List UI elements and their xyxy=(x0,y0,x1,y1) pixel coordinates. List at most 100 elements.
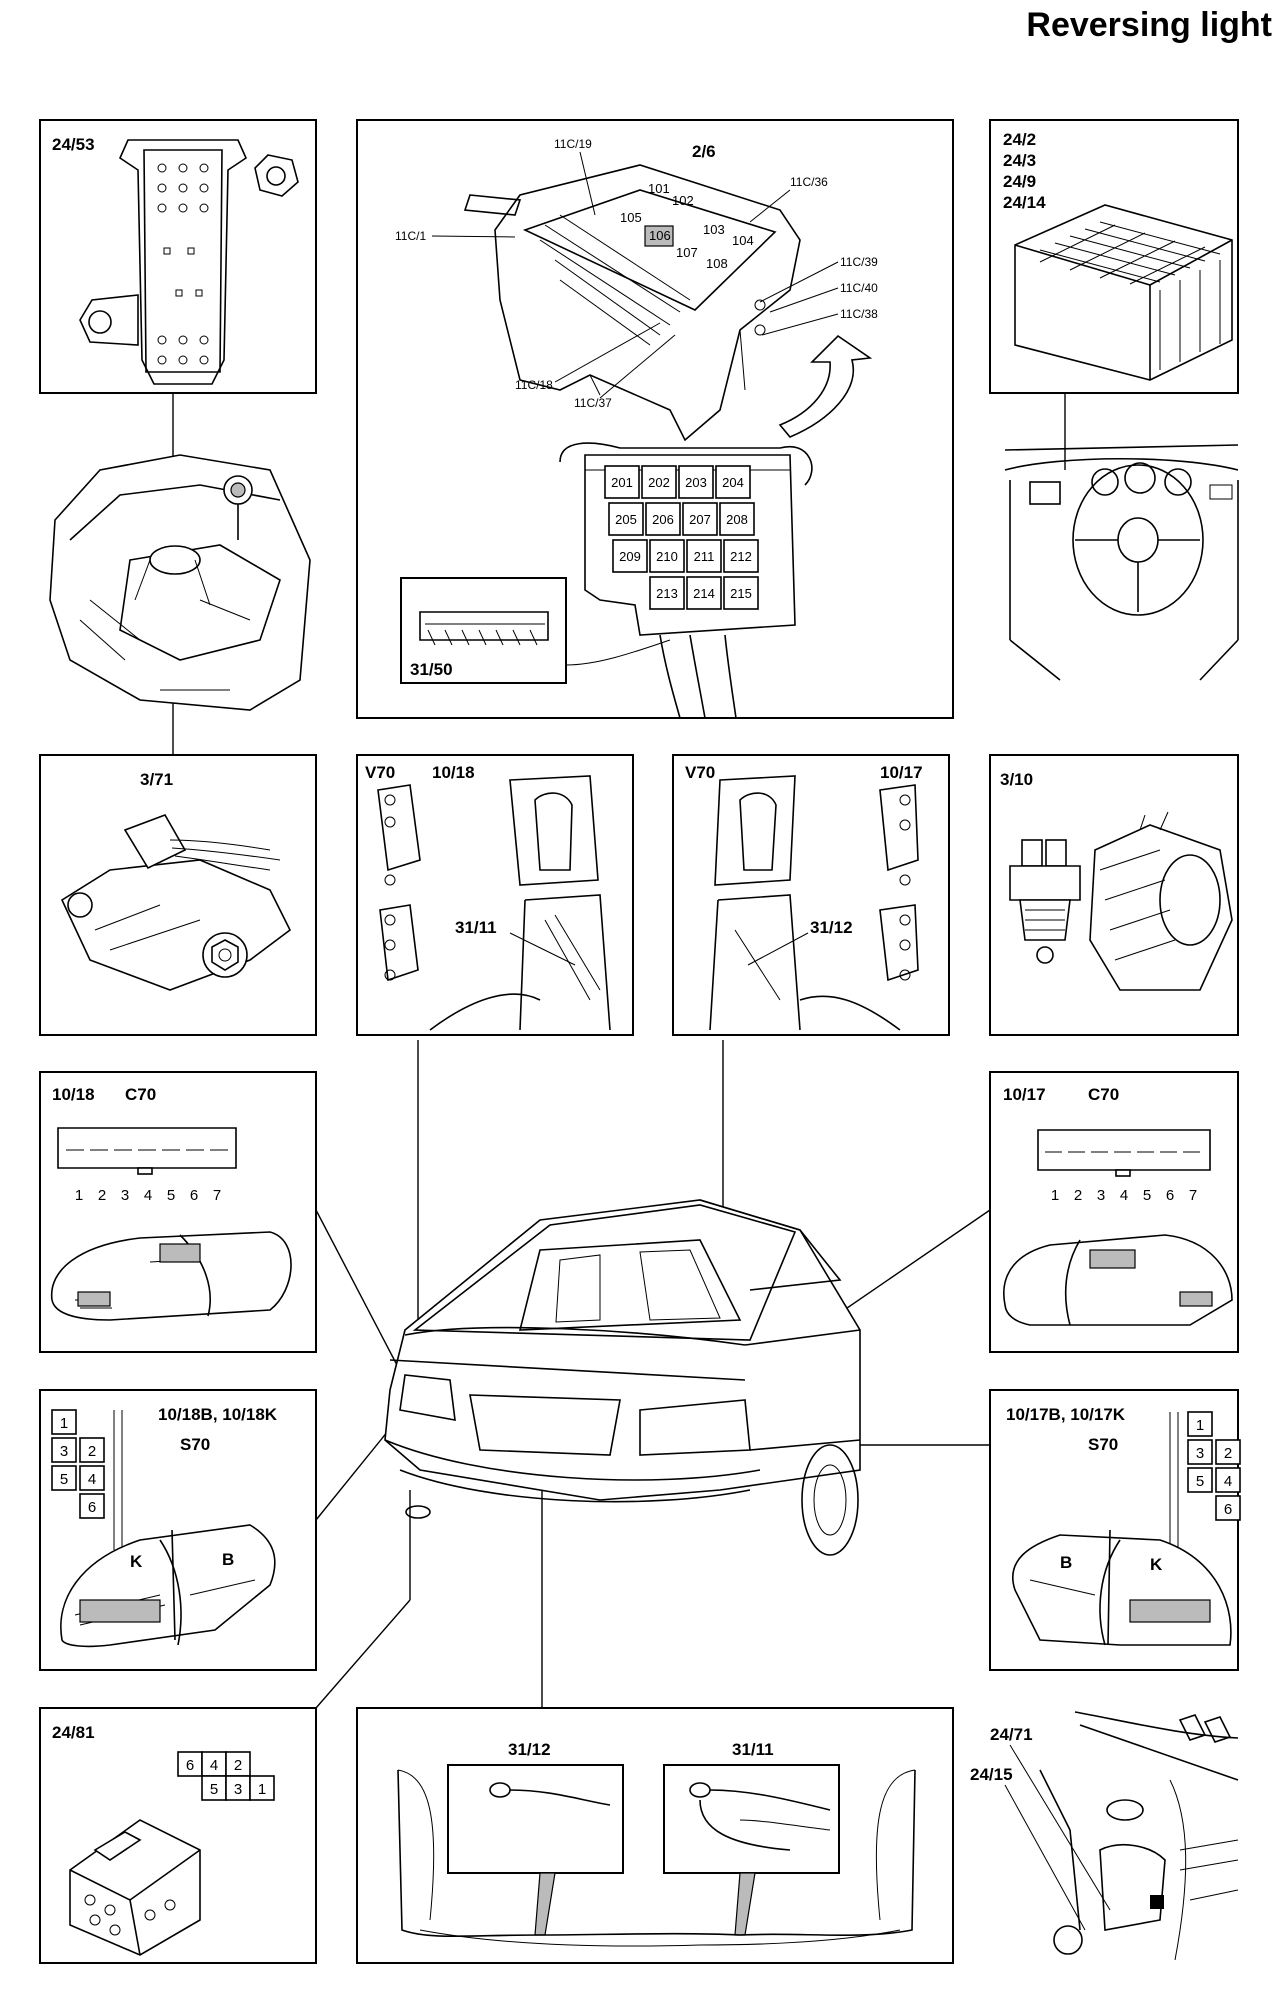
ground-right-label: 31/11 xyxy=(732,1740,774,1759)
pin-number: 4 xyxy=(210,1757,218,1774)
pin-number: 3 xyxy=(234,1781,242,1798)
pin-number: 6 xyxy=(1166,1187,1174,1204)
s70-left-taillamp-drawing xyxy=(60,1524,276,1648)
flip-arrow xyxy=(778,334,873,438)
relay-number: 211 xyxy=(694,549,715,564)
relay-cell xyxy=(645,502,681,536)
relay-cell xyxy=(719,502,755,536)
callout-11c-18: 11C/18 xyxy=(515,378,553,392)
relay-wires xyxy=(659,634,737,719)
pin-cell xyxy=(51,1465,77,1491)
callout-11c-38: 11C/38 xyxy=(840,307,878,321)
callout-11c-36: 11C/36 xyxy=(790,175,828,189)
fuse-107: 107 xyxy=(676,245,698,260)
pin-number: 3 xyxy=(1196,1445,1204,1462)
pin-cell xyxy=(1215,1495,1241,1521)
pin-cell xyxy=(79,1465,105,1491)
c70-right-code: 10/17 xyxy=(1003,1085,1046,1104)
connector-31-50-box: 31/50 xyxy=(400,577,671,684)
relay-cell xyxy=(612,539,648,573)
pin-number: 6 xyxy=(186,1757,194,1774)
s70-right-model: S70 xyxy=(1088,1435,1118,1454)
pin-number: 5 xyxy=(1143,1187,1151,1204)
connector-24-81-drawing xyxy=(69,1819,201,1956)
relay-cell xyxy=(641,465,677,499)
pin-number: 5 xyxy=(60,1471,68,1488)
v70-left-lamp-drawing xyxy=(377,775,611,1031)
s70-right-b-label: B xyxy=(1060,1553,1072,1572)
engine-code-24-71: 24/71 xyxy=(990,1725,1033,1744)
pin-number: 1 xyxy=(1196,1417,1204,1434)
pin-cell xyxy=(51,1409,77,1435)
pin-cell xyxy=(225,1751,251,1777)
relay-cell xyxy=(723,539,759,573)
dash-code-24-14: 24/14 xyxy=(1003,193,1046,212)
pin-number: 4 xyxy=(88,1471,96,1488)
s70-right-k-label: K xyxy=(1150,1555,1163,1574)
gear-position-sensor-drawing xyxy=(60,814,292,991)
dash-code-24-9: 24/9 xyxy=(1003,172,1036,191)
pin-number: 1 xyxy=(75,1187,83,1204)
panel-code-3-10: 3/10 xyxy=(1000,770,1033,789)
s70-left-b-label: B xyxy=(222,1550,234,1569)
ground-lugs-drawing xyxy=(397,1769,916,1947)
panel-code-3-71: 3/71 xyxy=(140,770,173,789)
ground-left-label: 31/12 xyxy=(508,1740,551,1759)
relay-number: 207 xyxy=(689,512,711,527)
panel-fusebox-2-6: 2/6 101 102 105 106 103 104 107 108 xyxy=(356,119,954,719)
c70-right-taillamp-drawing xyxy=(1003,1234,1233,1326)
panel-v70-10-17: V70 10/17 31/12 xyxy=(672,754,950,1036)
pin-number: 6 xyxy=(88,1499,96,1516)
v70-left-code: 10/18 xyxy=(432,763,475,782)
pin-number: 4 xyxy=(144,1187,152,1204)
pin-cell xyxy=(79,1437,105,1463)
relay-cell xyxy=(686,539,722,573)
pin-cell xyxy=(201,1751,227,1777)
pin-number: 4 xyxy=(1224,1473,1232,1490)
panel-dash-fusebox: 24/2 24/3 24/9 24/14 xyxy=(989,119,1239,394)
v70-right-model: V70 xyxy=(685,763,715,782)
relay-number: 201 xyxy=(611,475,633,490)
pin-number: 2 xyxy=(1224,1445,1232,1462)
relay-cell xyxy=(649,539,685,573)
fusebox-code: 2/6 xyxy=(692,142,716,161)
panel-3-71: 3/71 xyxy=(39,754,317,1036)
pin-cell xyxy=(249,1775,275,1801)
pin-number: 3 xyxy=(1097,1187,1105,1204)
page-title: Reversing light xyxy=(1026,6,1272,44)
relay-number: 212 xyxy=(730,549,752,564)
v70-left-ground-label: 31/11 xyxy=(455,918,497,937)
pin-number: 3 xyxy=(121,1187,129,1204)
pin-number: 6 xyxy=(1224,1501,1232,1518)
fuse-105: 105 xyxy=(620,210,642,225)
c70-left-code: 10/18 xyxy=(52,1085,95,1104)
relay-cell xyxy=(649,576,685,610)
relay-cell xyxy=(723,576,759,610)
pin-cell xyxy=(1215,1467,1241,1493)
callout-11c-40: 11C/40 xyxy=(840,281,878,295)
pin-cell xyxy=(1215,1439,1241,1465)
relay-cell xyxy=(604,465,640,499)
panel-3-10: 3/10 xyxy=(989,754,1239,1036)
relay-cell xyxy=(715,465,751,499)
relay-cell xyxy=(686,576,722,610)
reversing-switch-drawing xyxy=(1009,811,1233,991)
s70-left-k-label: K xyxy=(130,1552,143,1571)
v70-right-code: 10/17 xyxy=(880,763,923,782)
pin-number: 4 xyxy=(1120,1187,1128,1204)
fuse-104: 104 xyxy=(732,233,754,248)
c70-left-connector-drawing xyxy=(57,1127,237,1175)
pin-number: 1 xyxy=(60,1415,68,1432)
panel-grounds: 31/12 31/11 xyxy=(356,1707,954,1964)
s70-right-taillamp-drawing xyxy=(1012,1529,1232,1646)
panel-code-24-81: 24/81 xyxy=(52,1723,95,1742)
panel-v70-10-18: V70 10/18 31/11 xyxy=(356,754,634,1036)
panel-code-24-53: 24/53 xyxy=(52,135,95,154)
